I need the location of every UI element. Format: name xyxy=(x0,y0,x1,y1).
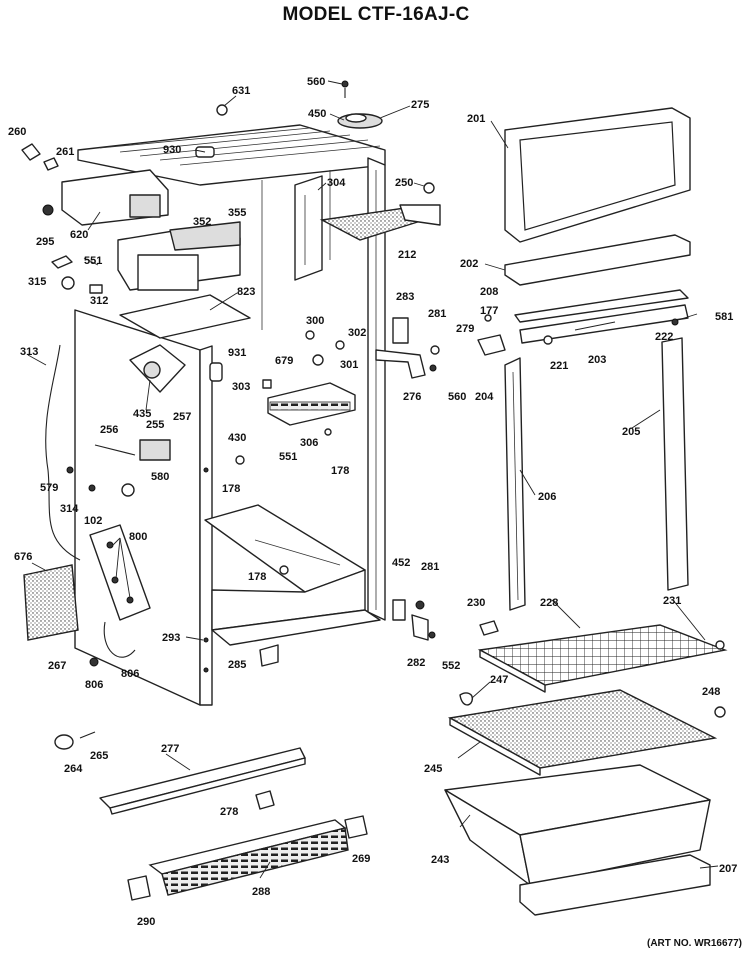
callout-257: 257 xyxy=(173,411,191,423)
callout-560: 560 xyxy=(448,391,466,403)
callout-203: 203 xyxy=(588,354,606,366)
callout-312: 312 xyxy=(90,295,108,307)
callout-204: 204 xyxy=(475,391,494,403)
callout-295: 295 xyxy=(36,236,54,248)
callout-275: 275 xyxy=(411,99,429,111)
control-parts xyxy=(23,330,356,667)
callout-276: 276 xyxy=(403,391,421,403)
callout-228: 228 xyxy=(540,597,558,609)
callout-452: 452 xyxy=(392,557,410,569)
callout-281: 281 xyxy=(428,308,446,320)
leader-lines xyxy=(27,80,719,879)
callout-314: 314 xyxy=(60,503,79,515)
callout-580: 580 xyxy=(151,471,169,483)
shelf-parts xyxy=(444,620,728,916)
callout-306: 306 xyxy=(300,437,318,449)
callout-302: 302 xyxy=(348,327,366,339)
callout-300: 300 xyxy=(306,315,324,327)
callout-206: 206 xyxy=(538,491,556,503)
callout-301: 301 xyxy=(340,359,358,371)
callout-102: 102 xyxy=(84,515,102,527)
art-number: (ART NO. WR16677) xyxy=(646,938,742,949)
callout-551: 551 xyxy=(84,255,102,267)
callout-279: 279 xyxy=(456,323,474,335)
callout-283: 283 xyxy=(396,291,414,303)
callout-222: 222 xyxy=(655,331,673,343)
callout-676: 676 xyxy=(14,551,32,563)
callout-212: 212 xyxy=(398,249,416,261)
callout-435: 435 xyxy=(133,408,151,420)
callout-269: 269 xyxy=(352,853,370,865)
callout-178: 178 xyxy=(248,571,266,583)
callout-labels: 631 560 450 275 260 261 930 304 250 201 … xyxy=(8,76,737,928)
callout-352: 352 xyxy=(193,216,211,228)
callout-581: 581 xyxy=(715,311,733,323)
callout-201: 201 xyxy=(467,113,485,125)
top-parts xyxy=(21,80,441,339)
callout-281: 281 xyxy=(421,561,439,573)
callout-931: 931 xyxy=(228,347,246,359)
callout-315: 315 xyxy=(28,276,46,288)
callout-178: 178 xyxy=(331,465,349,477)
callout-208: 208 xyxy=(480,286,498,298)
page-title: MODEL CTF-16AJ-C xyxy=(282,4,470,25)
callout-247: 247 xyxy=(490,674,508,686)
callout-806: 806 xyxy=(85,679,103,691)
callout-178: 178 xyxy=(222,483,240,495)
callout-221: 221 xyxy=(550,360,568,372)
cabinet xyxy=(74,124,386,706)
callout-230: 230 xyxy=(467,597,485,609)
bottom-parts xyxy=(54,644,368,901)
callout-256: 256 xyxy=(100,424,118,436)
callout-620: 620 xyxy=(70,229,88,241)
hinge-parts xyxy=(375,314,506,641)
callout-800: 800 xyxy=(129,531,147,543)
callout-245: 245 xyxy=(424,763,442,775)
callout-261: 261 xyxy=(56,146,74,158)
callout-250: 250 xyxy=(395,177,413,189)
callout-313: 313 xyxy=(20,346,38,358)
callout-277: 277 xyxy=(161,743,179,755)
callout-293: 293 xyxy=(162,632,180,644)
callout-290: 290 xyxy=(137,916,155,928)
callout-560: 560 xyxy=(307,76,325,88)
callout-265: 265 xyxy=(90,750,108,762)
callout-288: 288 xyxy=(252,886,270,898)
callout-207: 207 xyxy=(719,863,737,875)
callout-355: 355 xyxy=(228,207,246,219)
callout-260: 260 xyxy=(8,126,26,138)
callout-285: 285 xyxy=(228,659,246,671)
callout-552: 552 xyxy=(442,660,460,672)
callout-430: 430 xyxy=(228,432,246,444)
callout-679: 679 xyxy=(275,355,293,367)
callout-806: 806 xyxy=(121,668,139,680)
callout-255: 255 xyxy=(146,419,164,431)
door-parts xyxy=(504,107,691,611)
callout-823: 823 xyxy=(237,286,255,298)
callout-930: 930 xyxy=(163,144,181,156)
callout-202: 202 xyxy=(460,258,478,270)
callout-177: 177 xyxy=(480,305,498,317)
callout-243: 243 xyxy=(431,854,449,866)
callout-304: 304 xyxy=(327,177,346,189)
callout-231: 231 xyxy=(663,595,681,607)
callout-450: 450 xyxy=(308,108,326,120)
callout-303: 303 xyxy=(232,381,250,393)
callout-267: 267 xyxy=(48,660,66,672)
callout-278: 278 xyxy=(220,806,238,818)
callout-551: 551 xyxy=(279,451,297,463)
callout-205: 205 xyxy=(622,426,640,438)
callout-248: 248 xyxy=(702,686,720,698)
callout-579: 579 xyxy=(40,482,58,494)
callout-282: 282 xyxy=(407,657,425,669)
callout-631: 631 xyxy=(232,85,250,97)
callout-264: 264 xyxy=(64,763,83,775)
